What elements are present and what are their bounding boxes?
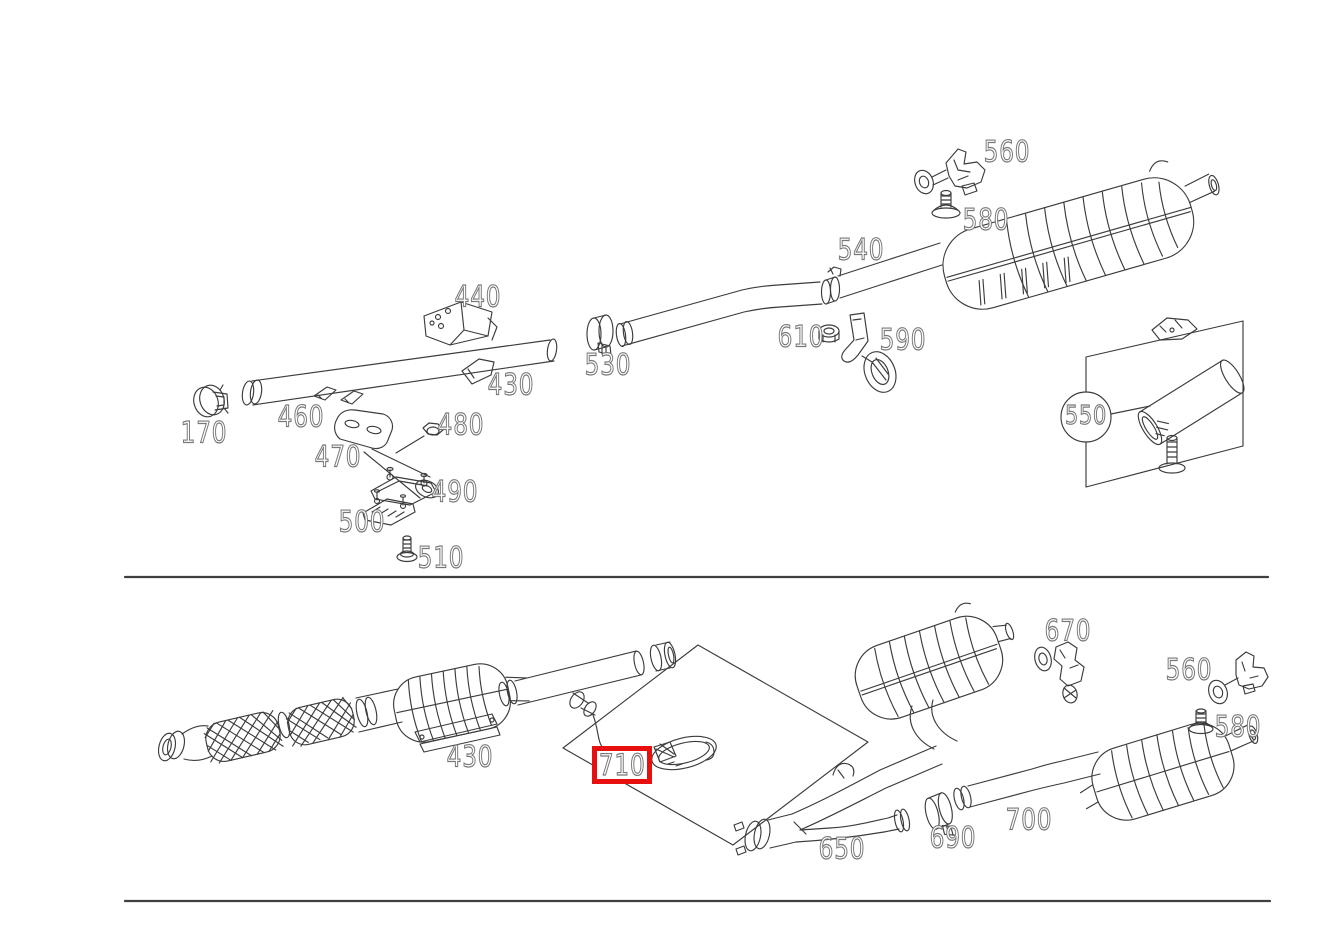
part-label-540[interactable]: 540 <box>837 232 885 267</box>
drawing-screw-580-lower <box>1188 708 1214 735</box>
highlight-box-710[interactable]: 710 <box>592 746 652 784</box>
part-label-670[interactable]: 670 <box>1044 613 1092 648</box>
drawing-clamp-170 <box>193 384 229 418</box>
drawing-screw-510 <box>396 535 418 563</box>
part-label-440[interactable]: 440 <box>454 279 502 314</box>
drawing-clips-460 <box>313 386 364 405</box>
part-label-490[interactable]: 490 <box>431 474 479 509</box>
drawing-middle-pipe-540 <box>615 242 943 347</box>
part-label-480[interactable]: 480 <box>437 407 485 442</box>
drawing-rear-muffler-2-lower <box>1079 722 1259 821</box>
part-label-610[interactable]: 610 <box>777 319 825 354</box>
drawing-rear-muffler-1-lower <box>854 602 1015 750</box>
drawing-hanger-560-top <box>914 148 986 196</box>
part-label-170[interactable]: 170 <box>180 415 228 450</box>
part-label-710[interactable]: 710 <box>598 747 646 782</box>
part-label-430-upper[interactable]: 430 <box>487 367 535 402</box>
drawing-shield-440 <box>423 301 498 346</box>
part-label-460[interactable]: 460 <box>277 399 325 434</box>
drawing-y-pipe-650 <box>733 745 943 856</box>
drawing-pipe-700 <box>953 751 1101 811</box>
drawing-screw-580-top <box>931 189 961 219</box>
drawing-downpipe-flex-430 <box>157 688 403 764</box>
part-label-430-lower[interactable]: 430 <box>446 739 494 774</box>
drawing-clamp-530 <box>586 314 614 356</box>
drawing-inset-550 <box>1060 317 1245 488</box>
drawing-clamp-690 <box>924 792 958 836</box>
drawing-hanger-560-lower <box>1208 651 1269 705</box>
drawing-front-pipe-430 <box>241 338 558 406</box>
part-label-650[interactable]: 650 <box>818 831 866 866</box>
part-label-590[interactable]: 590 <box>879 322 927 357</box>
drawing-rail-500 <box>362 489 416 526</box>
part-label-560-lower[interactable]: 560 <box>1165 652 1213 687</box>
drawing-nut-480 <box>422 422 444 436</box>
drawing-rear-muffler-top <box>942 160 1220 310</box>
drawing-catalytic-converter-430 <box>393 641 677 753</box>
lower-view-drawing <box>157 602 1269 856</box>
part-label-690[interactable]: 690 <box>929 820 977 855</box>
part-label-530[interactable]: 530 <box>584 347 632 382</box>
part-label-550-circled[interactable]: 550 <box>1064 401 1108 431</box>
drawing-bracket-590 <box>841 312 897 393</box>
part-label-560-upper[interactable]: 560 <box>983 134 1031 169</box>
part-label-510[interactable]: 510 <box>417 540 465 575</box>
zoom-region-parallelogram <box>562 644 869 846</box>
upper-view-drawing <box>193 148 1245 563</box>
part-label-580-upper[interactable]: 580 <box>962 202 1010 237</box>
part-label-700[interactable]: 700 <box>1005 802 1053 837</box>
part-label-470[interactable]: 470 <box>314 439 362 474</box>
part-label-500[interactable]: 500 <box>338 504 386 539</box>
part-label-580-lower[interactable]: 580 <box>1214 709 1262 744</box>
drawing-nut-610 <box>818 324 840 343</box>
drawing-bracket-670 <box>1034 641 1085 704</box>
